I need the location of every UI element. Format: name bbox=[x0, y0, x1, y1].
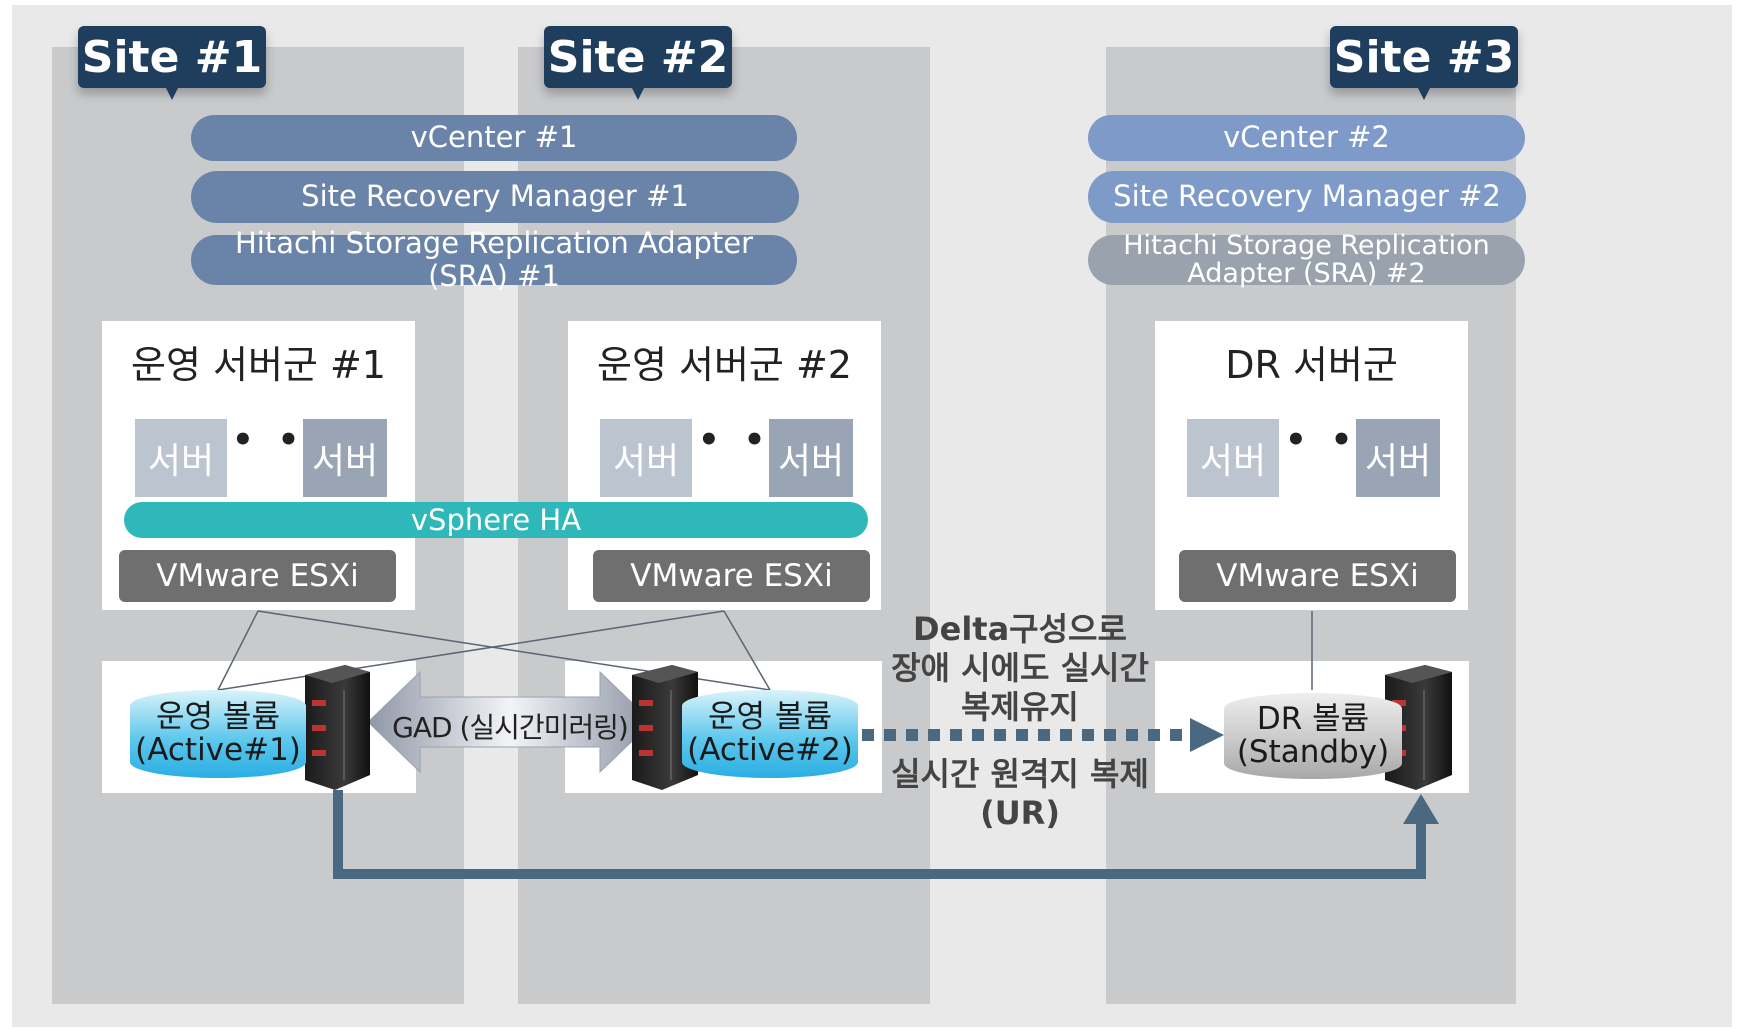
delta-arrowhead bbox=[1190, 718, 1224, 752]
volume-label-line1: 운영 볼륨 bbox=[708, 699, 832, 736]
volume-label-line1: 운영 볼륨 bbox=[156, 699, 280, 736]
site-3-label: Site #3 bbox=[1333, 31, 1515, 83]
esxi-label: VMware ESXi bbox=[630, 558, 833, 594]
srm-1-label: Site Recovery Manager #1 bbox=[301, 179, 689, 214]
server-label: 서버 bbox=[1199, 441, 1267, 482]
sra-2-pill: Hitachi Storage Replication Adapter (SRA… bbox=[1088, 229, 1525, 289]
server-box: 서버 bbox=[135, 419, 227, 497]
sra-2-label-line1: Hitachi Storage Replication bbox=[1123, 229, 1490, 261]
srm-2-pill: Site Recovery Manager #2 bbox=[1088, 171, 1526, 223]
site-3-tag: Site #3 bbox=[1330, 26, 1518, 100]
ur-arrowhead bbox=[1403, 794, 1439, 824]
server-label: 서버 bbox=[147, 441, 215, 482]
esxi-bar-2: VMware ESXi bbox=[593, 550, 870, 602]
storage-rack-1 bbox=[305, 665, 370, 790]
connector-line bbox=[217, 610, 259, 691]
delta-note: Delta구성으로 장애 시에도 실시간 복제유지 bbox=[880, 610, 1160, 727]
volume-label-line1: DR 볼륨 bbox=[1256, 701, 1370, 738]
connector-line bbox=[217, 610, 725, 691]
gad-label: GAD (실시간미러링) bbox=[392, 711, 629, 744]
server-group-1-title: 운영 서버군 #1 bbox=[131, 343, 386, 387]
ur-note: 실시간 원격지 복제 (UR) bbox=[880, 755, 1160, 833]
volume-active-2: 운영 볼륨 (Active#2) bbox=[682, 690, 858, 778]
sra-1-label: Hitachi Storage Replication Adapter (SRA… bbox=[234, 225, 754, 293]
esxi-bar-1: VMware ESXi bbox=[119, 550, 396, 602]
server-label: 서버 bbox=[777, 441, 845, 482]
server-box: 서버 bbox=[303, 419, 387, 497]
ur-note-line: (UR) bbox=[980, 794, 1060, 833]
delta-note-line: 복제유지 bbox=[961, 688, 1079, 727]
volume-label-line2: (Active#2) bbox=[687, 732, 853, 768]
server-box: 서버 bbox=[1187, 419, 1279, 497]
ur-arrow-line bbox=[333, 790, 1426, 879]
esxi-bar-3: VMware ESXi bbox=[1179, 550, 1456, 602]
sra-1-pill: Hitachi Storage Replication Adapter (SRA… bbox=[191, 226, 797, 293]
server-group-3-title: DR 서버군 bbox=[1225, 343, 1398, 387]
connector-line bbox=[723, 610, 771, 691]
volume-label-line2: (Standby) bbox=[1236, 734, 1390, 770]
ur-note-line: 실시간 원격지 복제 bbox=[891, 755, 1149, 793]
vcenter-1-label: vCenter #1 bbox=[410, 120, 578, 155]
delta-note-line: Delta구성으로 bbox=[913, 610, 1127, 648]
vsphere-ha-bar: vSphere HA bbox=[124, 502, 868, 538]
srm-2-label: Site Recovery Manager #2 bbox=[1113, 179, 1501, 214]
server-label: 서버 bbox=[1364, 441, 1432, 482]
volume-label-line2: (Active#1) bbox=[135, 732, 301, 768]
server-group-2-title: 운영 서버군 #2 bbox=[597, 343, 852, 387]
vcenter-2-pill: vCenter #2 bbox=[1088, 115, 1525, 161]
sra-2-label-line2: Adapter (SRA) #2 bbox=[1187, 258, 1426, 289]
server-box: 서버 bbox=[769, 419, 853, 497]
srm-1-pill: Site Recovery Manager #1 bbox=[191, 171, 799, 223]
site-2-label: Site #2 bbox=[547, 31, 729, 83]
volume-standby: DR 볼륨 (Standby) bbox=[1224, 693, 1402, 779]
server-label: 서버 bbox=[612, 441, 680, 482]
server-box: 서버 bbox=[1356, 419, 1440, 497]
delta-note-line: 장애 시에도 실시간 bbox=[891, 649, 1149, 688]
esxi-label: VMware ESXi bbox=[1216, 558, 1419, 594]
vcenter-1-pill: vCenter #1 bbox=[191, 115, 797, 161]
vcenter-2-label: vCenter #2 bbox=[1223, 120, 1390, 155]
esxi-label: VMware ESXi bbox=[156, 558, 359, 594]
storage-rack-2 bbox=[632, 665, 698, 790]
vsphere-ha-label: vSphere HA bbox=[410, 503, 582, 537]
site-1-label: Site #1 bbox=[81, 31, 263, 83]
server-box: 서버 bbox=[600, 419, 692, 497]
volume-active-1: 운영 볼륨 (Active#1) bbox=[130, 690, 306, 778]
site-2-tag: Site #2 bbox=[544, 26, 732, 100]
server-label: 서버 bbox=[311, 441, 379, 482]
site-1-tag: Site #1 bbox=[78, 26, 266, 100]
